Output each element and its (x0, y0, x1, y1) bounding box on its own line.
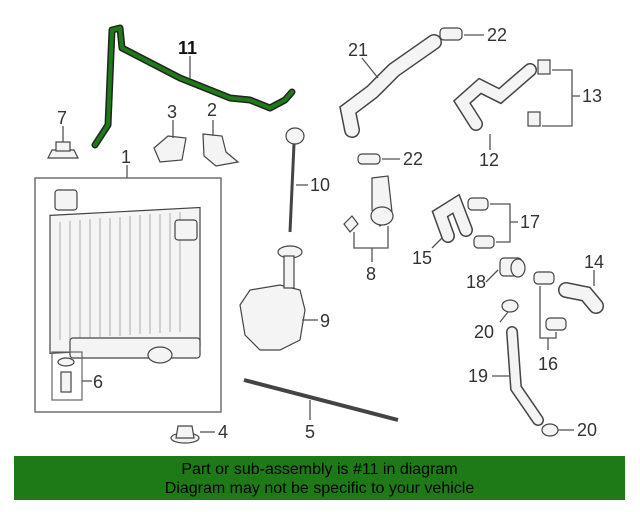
callout-19[interactable]: 19 (468, 366, 488, 386)
callout-20a[interactable]: 20 (474, 322, 494, 342)
callout-17[interactable]: 17 (520, 212, 540, 232)
part-17-clamp-top[interactable] (467, 197, 489, 211)
callout-5[interactable]: 5 (305, 422, 315, 442)
callout-18[interactable]: 18 (466, 272, 486, 292)
callout-12[interactable]: 12 (479, 150, 499, 170)
part-13-clamp-top[interactable] (537, 59, 551, 75)
leader-20a (499, 311, 509, 323)
banner-line-2: Diagram may not be specific to your vehi… (164, 480, 475, 497)
part-4-grommet[interactable] (170, 425, 200, 444)
callout-14[interactable]: 14 (584, 252, 604, 272)
part-18-fitting[interactable] (499, 257, 526, 278)
part-20-clamp-bottom[interactable] (541, 423, 559, 437)
banner-line-1: Part or sub-assembly is #11 in diagram (181, 461, 458, 478)
callout-8[interactable]: 8 (366, 264, 376, 284)
leader-8 (353, 226, 389, 249)
part-9-reservoir[interactable] (239, 245, 306, 351)
leader-21 (361, 57, 379, 79)
callout-13[interactable]: 13 (582, 86, 602, 106)
callout-6[interactable]: 6 (93, 372, 103, 392)
part-20-clamp-top[interactable] (501, 299, 519, 313)
radiator-assembly-box (34, 177, 222, 413)
part-7-cap[interactable] (47, 141, 79, 159)
callout-2[interactable]: 2 (207, 100, 217, 120)
part-6-drain-plug[interactable] (57, 357, 75, 393)
callout-11[interactable]: 11 (178, 38, 197, 58)
part-5-rod[interactable] (243, 378, 399, 422)
radiator[interactable] (49, 189, 201, 364)
part-13-clamp-bottom[interactable] (527, 111, 541, 127)
part-22-clamp-top[interactable] (439, 27, 463, 41)
callout-20b[interactable]: 20 (577, 420, 597, 440)
part-16-clamp-bottom[interactable] (545, 317, 567, 331)
info-banner: Part or sub-assembly is #11 in diagram D… (14, 456, 625, 500)
callout-16[interactable]: 16 (538, 354, 558, 374)
callout-7[interactable]: 7 (57, 108, 67, 128)
callout-4[interactable]: 4 (218, 422, 228, 442)
part-8-elbow[interactable] (343, 175, 394, 233)
leader-15 (431, 237, 443, 249)
callout-21[interactable]: 21 (348, 40, 368, 60)
callout-15[interactable]: 15 (412, 248, 432, 268)
callout-3[interactable]: 3 (167, 102, 177, 122)
part-2-bracket[interactable] (202, 133, 240, 167)
callout-9[interactable]: 9 (320, 311, 330, 331)
part-3-bracket[interactable] (153, 135, 187, 163)
part-11-hose[interactable] (91, 24, 296, 149)
leader-18 (485, 269, 499, 283)
callout-22b[interactable]: 22 (403, 149, 423, 169)
part-22-clamp-bottom[interactable] (357, 153, 381, 165)
part-10-dipstick[interactable] (285, 127, 305, 233)
part-6-box (51, 351, 83, 401)
callout-22a[interactable]: 22 (487, 25, 507, 45)
part-17-clamp-bottom[interactable] (473, 235, 495, 249)
leader-17 (490, 203, 511, 243)
part-16-clamp-top[interactable] (533, 271, 555, 285)
callout-10[interactable]: 10 (310, 175, 330, 195)
callout-1[interactable]: 1 (121, 147, 131, 167)
leader-13 (542, 69, 573, 127)
